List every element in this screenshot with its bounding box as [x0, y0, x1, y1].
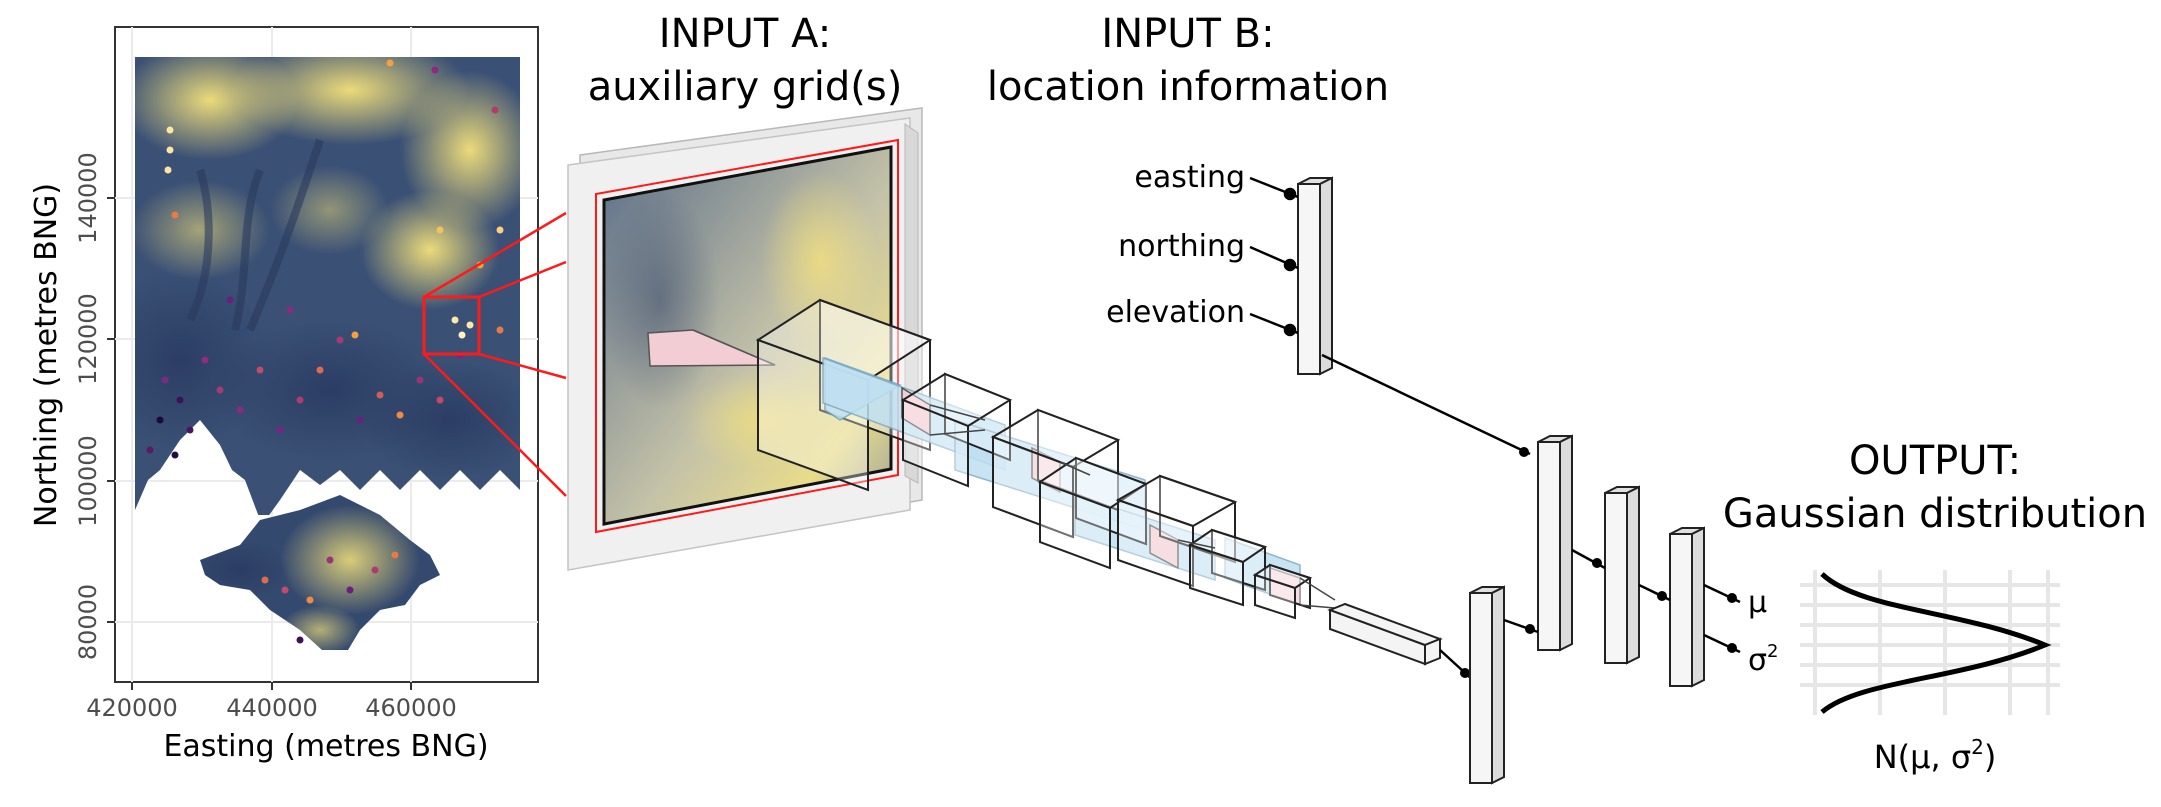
zoom-box [422, 295, 481, 356]
output-title: OUTPUT: [1849, 438, 2021, 484]
output-sigma2: σ2 [1748, 641, 1778, 678]
conv-block-6 [1187, 528, 1268, 607]
cnn-pipeline [822, 356, 1443, 666]
auxiliary-grid-stack [567, 107, 933, 571]
input-a-subtitle: auxiliary grid(s) [588, 64, 903, 110]
x-tick-label: 460000 [365, 694, 457, 722]
output-mu: μ [1748, 585, 1767, 620]
y-tick-label: 100000 [74, 435, 102, 527]
dense-layer-3 [1604, 485, 1640, 665]
y-tick-label: 80000 [74, 584, 102, 660]
output-section: μ σ2 OUTPUT: Gaussian distribution N(μ, … [1723, 438, 2147, 776]
dense-layers [1321, 353, 1741, 785]
input-b-subtitle: location information [987, 64, 1389, 110]
y-tick-label: 120000 [74, 293, 102, 385]
output-subtitle: Gaussian distribution [1723, 491, 2147, 537]
conv-block-3 [990, 408, 1121, 539]
y-axis-label: Northing (metres BNG) [29, 183, 64, 527]
terrain-main [135, 57, 520, 515]
conv-kernel [1149, 523, 1179, 570]
feature-label-easting: easting [1134, 160, 1245, 195]
feature-label-elevation: elevation [1106, 295, 1245, 330]
flatten-layer [1327, 602, 1443, 666]
conv-block-7 [1252, 563, 1313, 620]
location-vector [1297, 176, 1333, 376]
conv-block-4 [1037, 456, 1149, 570]
station-points [146, 59, 504, 644]
input-a-title: INPUT A: [659, 11, 831, 57]
input-b-title: INPUT B: [1101, 11, 1274, 57]
y-tick-label: 140000 [74, 152, 102, 244]
dense-layer-4 [1669, 526, 1705, 688]
map-panel: 420000 440000 460000 80000 100000 120000… [29, 26, 567, 764]
gaussian-curve [1820, 572, 2052, 714]
dense-layer-1 [1469, 585, 1505, 785]
feature-label-northing: northing [1118, 229, 1245, 264]
x-tick-label: 420000 [86, 694, 178, 722]
x-axis-label: Easting (metres BNG) [163, 729, 488, 764]
dense-layer-2 [1537, 434, 1573, 652]
zoom-lines [423, 211, 567, 497]
grid-red-frame [595, 138, 899, 534]
location-input: easting northing elevation [1106, 160, 1333, 376]
gaussian-plot [1800, 570, 2060, 715]
distribution-formula: N(μ, σ2) [1874, 735, 1997, 776]
x-tick-label: 440000 [226, 694, 318, 722]
